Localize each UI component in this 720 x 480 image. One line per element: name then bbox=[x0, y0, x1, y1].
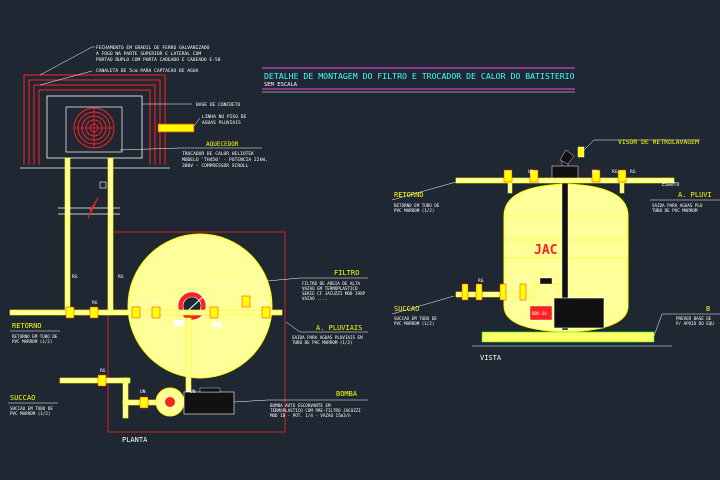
vista-base-title: B bbox=[706, 305, 710, 313]
channel-note: CANALETA DE 5cm PARA CAPTACAO DE AGUA bbox=[96, 68, 199, 74]
vista-pluviais-desc-1: SAIDA PARA AGUAS PLU bbox=[652, 203, 703, 208]
bomba-desc-2: TERMOPLASTICO COM PRE-FILTRO JACUZZI bbox=[270, 408, 361, 413]
filtro-desc-4: VAZAO .... bbox=[302, 296, 327, 301]
heater-fan bbox=[65, 106, 123, 153]
return-line bbox=[9, 309, 283, 316]
plan-notes: FILTRO FILTRO DE AREIA DE ALTA VAZAO EM … bbox=[8, 269, 368, 418]
pump-side-view: BBA.01 bbox=[529, 277, 605, 329]
vista-succao-desc-2: PVC MARROM (1/2) bbox=[394, 321, 434, 326]
heater-desc-3: 380V - COMPRESSOR SCROLL bbox=[182, 163, 249, 169]
vista-retorno-desc-1: RETORNO EM TUBO DE bbox=[394, 203, 440, 208]
plan-tag-7: RG bbox=[152, 300, 158, 306]
svg-text:LINHA NO PISO DE AGUAS P: LINHA NO PISO DE AGUAS PLUVIAIS bbox=[202, 114, 249, 126]
vista-base-desc-1: PREVER BASE DE bbox=[676, 316, 712, 321]
svg-text:TROCADOR DE CALOR HELIOTEK: TROCADOR DE CALOR HELIOTEK MODELO 'TH450… bbox=[182, 151, 271, 169]
svg-text:SAIDA PARA AGUAS PLUVIAIS EM: SAIDA PARA AGUAS PLUVIAIS EM TUBO DE PVC… bbox=[292, 335, 365, 345]
heater-notes: FECHAMENTO EM GRADIL DE FERRO GALVANIZAD… bbox=[39, 45, 271, 169]
filtro-desc-1: FILTRO DE AREIA DE ALTA bbox=[302, 281, 360, 286]
suction-line bbox=[59, 377, 131, 384]
side-suction-pipe bbox=[455, 291, 543, 298]
svg-text:SAIDA PARA AGUAS PLU TUB: SAIDA PARA AGUAS PLU TUBO DE PVC MARROM bbox=[652, 203, 705, 213]
vista-notes: VISOR DE RETROLAVAGEM RETORNO RETORNO EM… bbox=[391, 138, 720, 337]
visor-title: VISOR DE RETROLAVAGEM bbox=[618, 138, 699, 146]
floor-drain bbox=[157, 123, 195, 133]
fence-note-2: A FOGO NA PARTE SUPERIOR E LATERAL COM bbox=[96, 51, 201, 57]
svg-text:BOMBA AUTO ESCORVANTE EM: BOMBA AUTO ESCORVANTE EM TERMOPLASTICO C… bbox=[270, 403, 363, 418]
vista-retorno-title: RETORNO bbox=[394, 191, 424, 199]
plan-view: RG RG RG RG RG UN RG UN PLANTA bbox=[9, 217, 286, 444]
pluviais-desc-1: SAIDA PARA AGUAS PLUVIAIS EM bbox=[292, 335, 363, 340]
svg-text:PREVER BASE DE P/ APOIO: PREVER BASE DE P/ APOIO DO EQU bbox=[676, 316, 714, 326]
svg-text:SUCCAO EM TUBO DE PVC MA: SUCCAO EM TUBO DE PVC MARROM (1/2) bbox=[394, 316, 439, 326]
svg-text:RETORNO EM TUBO DE PVC M: RETORNO EM TUBO DE PVC MARROM (1/2) bbox=[394, 203, 442, 213]
vista-label: VISTA bbox=[480, 354, 502, 362]
base-note: BASE DE CONCRETO bbox=[196, 102, 240, 108]
pump-tag: BBA.01 bbox=[532, 311, 548, 316]
filtro-desc-2: VAZAO EM TERMOPLASTICO bbox=[302, 286, 358, 291]
filtro-desc-3: SERIE CF JACUZZI MOD 19XP bbox=[302, 291, 366, 296]
title-text: DETALHE DE MONTAGEM DO FILTRO E TROCADOR… bbox=[264, 71, 575, 81]
bomba-title: BOMBA bbox=[336, 390, 358, 398]
retorno-title: RETORNO bbox=[12, 322, 42, 330]
brand-label: JAC bbox=[534, 243, 557, 258]
succao-desc-1: SUCCAO EM TUBO DE bbox=[10, 406, 53, 411]
heater-title: AQUECEDOR bbox=[206, 141, 239, 148]
vista-tag-3: RG bbox=[612, 169, 618, 175]
title-subtext: SEM ESCALA bbox=[264, 82, 298, 88]
plan-label: PLANTA bbox=[122, 436, 148, 444]
concrete-base bbox=[46, 95, 143, 159]
vista-pluviais-title: A. PLUVI bbox=[678, 191, 712, 199]
plan-tag-3: RG bbox=[92, 300, 98, 306]
vista-tag-4: RG bbox=[478, 278, 484, 284]
plan-tag-1: RG bbox=[72, 274, 78, 280]
pump-top-view bbox=[155, 387, 235, 417]
fence-note-1: FECHAMENTO EM GRADIL DE FERRO GALVANIZAD… bbox=[96, 45, 210, 51]
vista-retorno-desc-2: PVC MARROM (1/2) bbox=[394, 208, 434, 213]
pluviais-desc-2: TUBO DE PVC MARROM (1/2) bbox=[292, 340, 353, 345]
side-view: JAC BBA.01 VISTA bbox=[455, 146, 675, 362]
esgoto-label: ESGOTO bbox=[662, 182, 679, 188]
vista-succao-desc-1: SUCCAO EM TUBO DE bbox=[394, 316, 437, 321]
heater-desc-2: MODELO 'TH450' - POTENCIA 22kW, bbox=[182, 157, 268, 163]
vista-pluviais-desc-2: TUBO DE PVC MARROM bbox=[652, 208, 698, 213]
svg-text:RG RG RG RG: RG RG RG RG RG UN RG UN bbox=[72, 274, 270, 395]
svg-text:FILTRO DE AREIA DE ALTA: FILTRO DE AREIA DE ALTA VAZAO EM TERMOPL… bbox=[302, 281, 368, 301]
fence-note-3: PORTAO DUPLO COM PORTA CADEADO E CADEADO… bbox=[96, 57, 221, 63]
svg-text:UN UN RG RG: UN UN RG RG RG bbox=[478, 169, 636, 284]
vista-tag-1: UN bbox=[528, 169, 534, 175]
plan-tag-5: RG bbox=[100, 368, 106, 374]
svg-text:RETORNO EM TUBO DE PVC M: RETORNO EM TUBO DE PVC MARROM (1/2) bbox=[12, 334, 60, 344]
pluviais-title: A. PLUVIAIS bbox=[316, 324, 362, 332]
vista-tag-2: UN bbox=[592, 169, 598, 175]
title-block: DETALHE DE MONTAGEM DO FILTRO E TROCADOR… bbox=[262, 67, 575, 93]
drain-note-1: LINHA NO PISO DE bbox=[202, 114, 246, 120]
concrete-slab bbox=[481, 331, 655, 343]
svg-text:SUCCAO EM TUBO DE PVC MA: SUCCAO EM TUBO DE PVC MARROM (1/2) bbox=[10, 406, 55, 416]
retorno-desc-1: RETORNO EM TUBO DE bbox=[12, 334, 58, 339]
vista-base-desc-2: P/ APOIO DO EQU bbox=[676, 321, 714, 326]
vista-tag-5: RG bbox=[630, 169, 636, 175]
svg-text:FECHAMENTO EM GRADIL DE FERRO: FECHAMENTO EM GRADIL DE FERRO GALVANIZAD… bbox=[96, 45, 221, 63]
heater-enclosure bbox=[20, 74, 195, 219]
drain-note-2: AGUAS PLUVIAIS bbox=[202, 120, 241, 126]
filtro-title: FILTRO bbox=[334, 269, 359, 277]
plan-frame bbox=[107, 231, 286, 433]
succao-desc-2: PVC MARROM (1/2) bbox=[10, 411, 50, 416]
bomba-desc-1: BOMBA AUTO ESCORVANTE EM bbox=[270, 403, 331, 408]
retorno-desc-2: PVC MARROM (1/2) bbox=[12, 339, 52, 344]
plan-tag-6: UN bbox=[140, 389, 146, 395]
bomba-desc-3: MOD 1B - POT. 1/4 - VAZAO 15m3/h bbox=[270, 413, 351, 418]
plan-tag-4: RG bbox=[262, 300, 268, 306]
top-header-pipe bbox=[455, 177, 675, 184]
succao-title: SUCCAO bbox=[10, 394, 35, 402]
vista-succao-title: SUCCAO bbox=[394, 305, 419, 313]
plan-tag-2: RG bbox=[118, 274, 124, 280]
plan-tag-8: UN bbox=[190, 389, 196, 395]
heater-desc-1: TROCADOR DE CALOR HELIOTEK bbox=[182, 151, 254, 157]
